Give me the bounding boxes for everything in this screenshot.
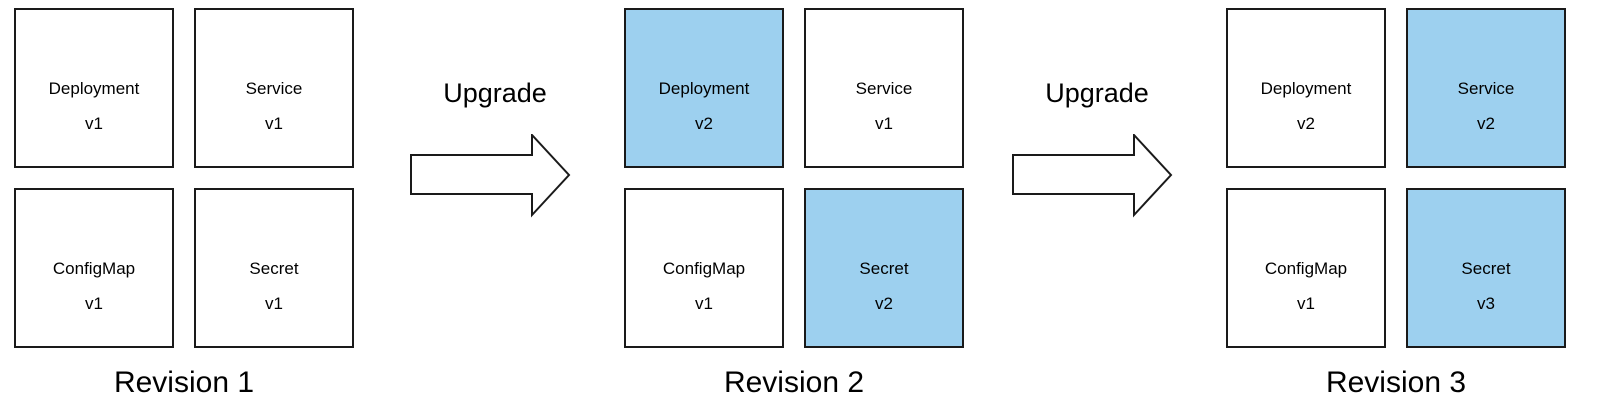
resource-box-configmap: ConfigMap v1 bbox=[624, 188, 784, 348]
resource-kind: Service bbox=[245, 79, 303, 98]
resource-box-service: Service v1 bbox=[804, 8, 964, 168]
resource-version: v2 bbox=[875, 294, 893, 313]
resource-version: v2 bbox=[695, 114, 713, 133]
upgrade-label: Upgrade bbox=[1045, 78, 1149, 108]
resource-version: v1 bbox=[265, 294, 283, 313]
upgrade-label: Upgrade bbox=[443, 78, 547, 108]
revision-label: Revision 1 bbox=[113, 366, 255, 399]
arrow-shape bbox=[1012, 134, 1173, 218]
resource-box-service: Service v1 bbox=[194, 8, 354, 168]
arrow-shape bbox=[410, 134, 571, 218]
resource-version: v2 bbox=[1297, 114, 1315, 133]
upgrade-transition-1: Upgrade bbox=[410, 0, 580, 414]
resource-box-configmap: ConfigMap v1 bbox=[14, 188, 174, 348]
resource-box-secret: Secret v3 bbox=[1406, 188, 1566, 348]
resource-version: v1 bbox=[85, 114, 103, 133]
resource-version: v3 bbox=[1477, 294, 1495, 313]
resource-box-deployment: Deployment v2 bbox=[624, 8, 784, 168]
revision-label: Revision 2 bbox=[723, 366, 865, 399]
resource-kind: Service bbox=[855, 79, 913, 98]
resource-kind: Deployment bbox=[1260, 79, 1352, 98]
resource-version: v1 bbox=[85, 294, 103, 313]
resource-version: v1 bbox=[695, 294, 713, 313]
resource-kind: ConfigMap bbox=[1264, 259, 1348, 278]
upgrade-transition-2: Upgrade bbox=[1012, 0, 1182, 414]
resource-version: v1 bbox=[875, 114, 893, 133]
resource-kind: Secret bbox=[249, 259, 299, 278]
resource-version: v1 bbox=[1297, 294, 1315, 313]
resource-version: v2 bbox=[1477, 114, 1495, 133]
resource-box-secret: Secret v1 bbox=[194, 188, 354, 348]
resource-kind: Secret bbox=[859, 259, 909, 278]
resource-kind: ConfigMap bbox=[52, 259, 136, 278]
resource-box-service: Service v2 bbox=[1406, 8, 1566, 168]
resource-box-deployment: Deployment v1 bbox=[14, 8, 174, 168]
resource-kind: Secret bbox=[1461, 259, 1511, 278]
resource-kind: Deployment bbox=[48, 79, 140, 98]
resource-box-configmap: ConfigMap v1 bbox=[1226, 188, 1386, 348]
revision-label: Revision 3 bbox=[1325, 366, 1467, 399]
resource-kind: Deployment bbox=[658, 79, 750, 98]
arrow-right-icon bbox=[1012, 134, 1173, 218]
resource-box-secret: Secret v2 bbox=[804, 188, 964, 348]
resource-kind: ConfigMap bbox=[662, 259, 746, 278]
resource-version: v1 bbox=[265, 114, 283, 133]
resource-kind: Service bbox=[1457, 79, 1515, 98]
resource-box-deployment: Deployment v2 bbox=[1226, 8, 1386, 168]
arrow-right-icon bbox=[410, 134, 571, 218]
